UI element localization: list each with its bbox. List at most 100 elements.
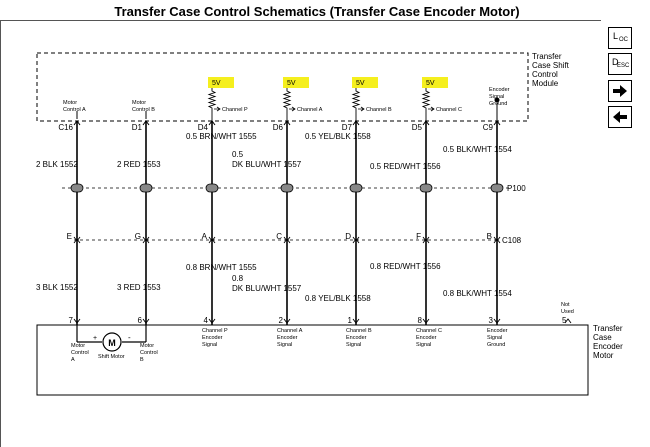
c108-pin-C: C bbox=[276, 232, 282, 241]
c108-pin-D: D bbox=[345, 232, 351, 241]
p100-label: P100 bbox=[507, 184, 526, 193]
page-frame bbox=[0, 20, 601, 447]
motor-term-label: Encoder bbox=[202, 335, 223, 341]
motor-symbol bbox=[102, 332, 122, 352]
loc-icon-top: L bbox=[613, 31, 619, 41]
lower-wire-label: 3 RED 1553 bbox=[117, 283, 161, 292]
p100-connector bbox=[139, 183, 153, 193]
motor-term-label: Encoder bbox=[346, 335, 367, 341]
module-term-label: Control A bbox=[63, 107, 86, 113]
channel-arrow bbox=[214, 106, 221, 112]
c108-pin-mark bbox=[493, 236, 501, 244]
c108-pin-B: B bbox=[487, 232, 492, 241]
v5-label: 5V bbox=[356, 80, 365, 87]
pullup-resistor bbox=[282, 88, 292, 121]
module-label-line: Module bbox=[532, 79, 559, 88]
motor-pin-7: 7 bbox=[69, 316, 74, 325]
v5-label: 5V bbox=[287, 80, 296, 87]
motor-term-label: Control bbox=[140, 350, 158, 356]
page-title: Transfer Case Control Schematics (Transf… bbox=[114, 4, 520, 19]
prev-button[interactable] bbox=[608, 106, 632, 128]
module-term-label: Motor bbox=[63, 100, 77, 106]
motor-term-label: Motor bbox=[71, 343, 85, 349]
c108-pin-E: E bbox=[67, 232, 72, 241]
upper-wire-label: 0.5 BRN/WHT 1555 bbox=[186, 132, 257, 141]
motor-term-label: Encoder bbox=[416, 335, 437, 341]
motor-term-label: Signal bbox=[416, 342, 431, 348]
next-button[interactable] bbox=[608, 80, 632, 102]
lower-wire-label: 0.8 YEL/BLK 1558 bbox=[305, 294, 371, 303]
motor-box bbox=[36, 324, 589, 396]
not-used-label: Not bbox=[561, 302, 570, 308]
shift-motor-label: Shift Motor bbox=[98, 354, 125, 360]
lower-wire-label: DK BLU/WHT 1557 bbox=[232, 284, 302, 293]
lower-wire-label: 0.8 BLK/WHT 1554 bbox=[443, 289, 512, 298]
ground-symbol bbox=[494, 97, 500, 103]
v5-highlight bbox=[422, 77, 448, 88]
c108-pin-mark bbox=[142, 236, 150, 244]
motor-symbol-letter: M bbox=[108, 338, 116, 348]
module-pin-arrow bbox=[73, 120, 81, 126]
upper-wire-label: 0.5 bbox=[232, 150, 244, 159]
motor-pin-mark bbox=[283, 318, 291, 324]
motor-pin-8: 8 bbox=[418, 316, 423, 325]
motor-term-label: Channel C bbox=[416, 328, 442, 334]
motor-term-label: Signal bbox=[346, 342, 361, 348]
motor-term-label: Channel P bbox=[202, 328, 228, 334]
desc-icon-top: D bbox=[612, 57, 619, 67]
module-pin-c9: C9 bbox=[483, 123, 494, 132]
motor-pin-1: 1 bbox=[348, 316, 353, 325]
motor-pin-4: 4 bbox=[204, 316, 209, 325]
pullup-resistor bbox=[207, 88, 217, 121]
module-label-line: Transfer bbox=[532, 52, 562, 61]
c108-pin-mark bbox=[422, 236, 430, 244]
motor-pin-6: 6 bbox=[138, 316, 143, 325]
motor-term-label: A bbox=[71, 357, 75, 363]
c108-pin-A: A bbox=[202, 232, 208, 241]
module-box bbox=[36, 52, 529, 122]
module-term-label: Signal bbox=[489, 94, 504, 100]
p100-connector bbox=[419, 183, 433, 193]
module-pin-d7: D7 bbox=[342, 123, 353, 132]
arrow-right-icon bbox=[613, 85, 627, 97]
motor-pin-mark bbox=[493, 318, 501, 324]
module-term-label: Ground bbox=[489, 101, 507, 107]
module-pin-d4: D4 bbox=[198, 123, 209, 132]
motor-pin-mark bbox=[73, 318, 81, 324]
motor-plus: + bbox=[93, 335, 97, 342]
motor-term-label: Encoder bbox=[487, 328, 508, 334]
module-pin-d1: D1 bbox=[132, 123, 143, 132]
c108-pin-G: G bbox=[135, 232, 141, 241]
motor-pin-mark bbox=[142, 318, 150, 324]
module-label-line: Case Shift bbox=[532, 61, 570, 70]
loc-icon bbox=[609, 28, 631, 48]
motor-label-line: Case bbox=[593, 333, 612, 342]
p100-connector bbox=[490, 183, 504, 193]
p100-connector bbox=[280, 183, 294, 193]
motor-label-line: Encoder bbox=[593, 342, 623, 351]
upper-wire-label: 0.5 BLK/WHT 1554 bbox=[443, 145, 512, 154]
module-pin-c16: C16 bbox=[58, 123, 73, 132]
motor-pin-2: 2 bbox=[279, 316, 284, 325]
lower-wire-label: 0.8 BRN/WHT 1555 bbox=[186, 263, 257, 272]
motor-term-label: Encoder bbox=[277, 335, 298, 341]
v5-highlight bbox=[352, 77, 378, 88]
not-used-mark bbox=[564, 318, 572, 324]
c108-pin-mark bbox=[73, 236, 81, 244]
upper-wire-label: DK BLU/WHT 1557 bbox=[232, 160, 302, 169]
module-pin-d6: D6 bbox=[273, 123, 284, 132]
not-used-pin: 5 bbox=[562, 316, 567, 325]
motor-pin-mark bbox=[422, 318, 430, 324]
desc-button[interactable]: D ESC bbox=[608, 53, 632, 75]
channel-label: Channel C bbox=[436, 107, 462, 113]
desc-icon bbox=[609, 54, 631, 74]
c108-label: C108 bbox=[502, 236, 522, 245]
loc-button[interactable]: L OC bbox=[608, 27, 632, 49]
c108-pin-mark bbox=[283, 236, 291, 244]
v5-highlight bbox=[283, 77, 309, 88]
desc-icon-bottom: ESC bbox=[617, 63, 630, 69]
c108-pin-mark bbox=[208, 236, 216, 244]
channel-label: Channel B bbox=[366, 107, 392, 113]
v5-highlight bbox=[208, 77, 234, 88]
module-label-line: Control bbox=[532, 70, 558, 79]
